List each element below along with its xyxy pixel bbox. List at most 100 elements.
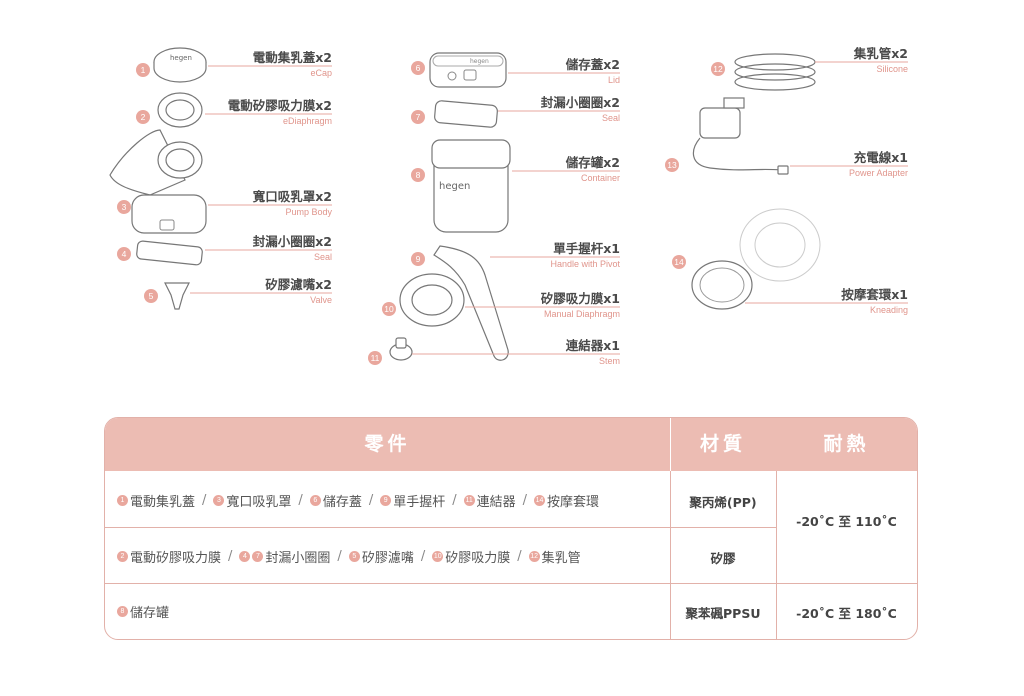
part-number-badge [411, 252, 425, 266]
part-english-name: Pump Body [285, 207, 332, 217]
part-name: 單手握杆x1 [553, 241, 620, 256]
col-divider-2 [776, 471, 777, 639]
hegen-logo-6: hegen [470, 58, 489, 65]
seal-drawing [136, 240, 203, 266]
part-number-badge: 14 [534, 495, 546, 506]
part-number-badge: 4 [239, 551, 251, 562]
part-english-name: Seal [602, 113, 620, 123]
part-number-badge: 3 [213, 495, 225, 506]
separator: / [368, 493, 374, 508]
ediaphragm-drawing [157, 92, 203, 128]
part-labels: 1電動集乳蓋x2eCap2電動矽膠吸力膜x2eDiaphragm3寬口吸乳罩x2… [117, 46, 908, 366]
part-name: 連結器 [476, 495, 516, 510]
part-name: 單手握杆 [393, 495, 446, 510]
part-number-badge: 12 [528, 551, 540, 562]
handle-drawing [433, 245, 509, 361]
part-name: 儲存罐x2 [565, 155, 620, 170]
part-number-badge [368, 351, 382, 365]
part-name: 封漏小圈圈x2 [253, 234, 332, 249]
part-name: 矽膠吸力膜 [445, 551, 511, 566]
part-drawings: hegen hegen [109, 47, 821, 361]
part-english-name: Stem [599, 356, 620, 366]
part-english-name: Container [581, 173, 620, 183]
pump-body-drawing [109, 129, 207, 234]
part-number: 2 [141, 112, 146, 122]
heat-range-2: -20˚C 至 180˚C [796, 606, 897, 621]
valve-drawing [164, 282, 190, 310]
container-drawing: hegen [431, 139, 511, 233]
part-number-badge: 8 [117, 606, 128, 617]
table-header: 零件 材質 耐熱 [105, 418, 917, 471]
part-number: 5 [149, 291, 154, 301]
part-name: 連結器x1 [566, 338, 620, 353]
separator: / [420, 549, 426, 564]
hegen-logo-1: hegen [170, 54, 192, 62]
part-english-name: Lid [608, 75, 620, 85]
part-english-name: Handle with Pivot [550, 259, 620, 269]
ecap-drawing: hegen [153, 47, 207, 83]
part-number: 7 [416, 112, 421, 122]
part-name: 矽膠濾嘴x2 [265, 277, 332, 292]
part-name: 電動集乳蓋 [130, 495, 196, 510]
hegen-logo-8: hegen [439, 181, 470, 192]
part-name: 矽膠吸力膜x1 [541, 291, 620, 306]
part-number-badge [411, 110, 425, 124]
part-number-badge: 10 [432, 551, 444, 562]
part-name: 封漏小圈圈x2 [541, 95, 620, 110]
parts-diagram: hegen hegen [109, 46, 908, 366]
part-name: 電動矽膠吸力膜 [130, 551, 222, 566]
part-name: 充電線x1 [854, 150, 908, 165]
lid-drawing: hegen [429, 52, 507, 88]
part-english-name: eCap [310, 68, 332, 78]
part-english-name: Manual Diaphragm [544, 309, 620, 319]
separator: / [202, 493, 207, 508]
header-heat: 耐熱 [823, 433, 870, 455]
part-number: 6 [416, 63, 421, 73]
part-name: 封漏小圈圈 [265, 551, 331, 566]
separator: / [228, 549, 233, 564]
part-name: 電動集乳蓋x2 [253, 50, 332, 65]
separator: / [337, 549, 342, 564]
part-number: 1 [141, 65, 146, 75]
stem-drawing [389, 337, 413, 361]
material-pp: 聚丙烯(PP) [689, 495, 757, 510]
part-number-badge: 5 [348, 551, 360, 562]
part-name: 集乳管x2 [853, 46, 908, 61]
part-number-badge [117, 200, 131, 214]
separator: / [298, 493, 303, 508]
part-number-badge [411, 168, 425, 182]
separator: / [517, 549, 522, 564]
part-number-badge [411, 61, 425, 75]
part-english-name: Power Adapter [849, 168, 908, 178]
part-number-badge [672, 255, 686, 269]
part-number: 3 [122, 202, 127, 212]
part-number-badge [136, 63, 150, 77]
part-english-name: Kneading [870, 305, 908, 315]
separator: / [522, 493, 528, 508]
part-english-name: Silicone [876, 64, 908, 74]
part-number-badge: 2 [117, 551, 128, 562]
part-number: 13 [667, 160, 677, 170]
part-number: 12 [713, 64, 723, 74]
part-english-name: Seal [314, 252, 332, 262]
part-english-name: eDiaphragm [283, 116, 332, 126]
part-number-badge: 6 [309, 495, 321, 506]
part-english-name: Valve [310, 295, 332, 305]
part-number: 11 [371, 353, 380, 363]
heat-range-1: -20˚C 至 110˚C [796, 514, 897, 529]
part-name: 按摩套環 [547, 495, 600, 510]
part-label-1: 1 電動集乳蓋x2 eCap [136, 50, 332, 78]
tube-drawing [734, 53, 816, 91]
material-ppsu: 聚苯碸PPSU [685, 606, 761, 621]
row-divider-1 [105, 527, 776, 528]
